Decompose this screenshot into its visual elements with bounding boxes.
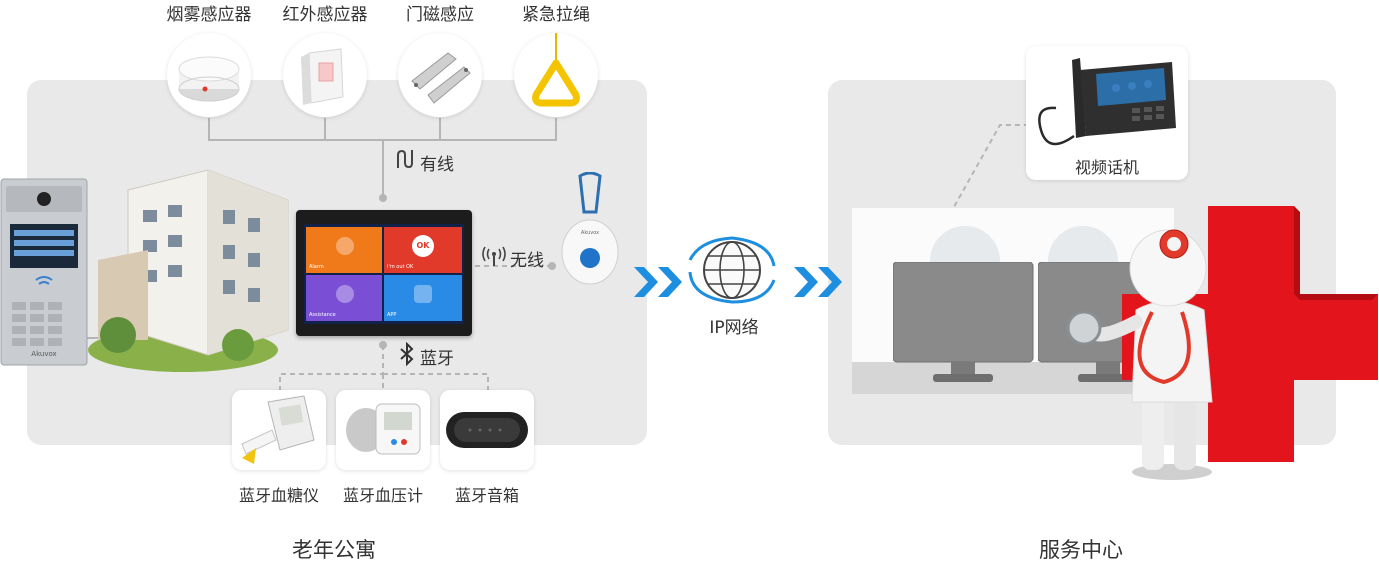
apartment-building-icon	[88, 150, 298, 380]
globe-network-icon	[686, 232, 778, 308]
pendant-brand: Akuvox	[580, 230, 600, 236]
video-phone-card: 视频话机	[1026, 46, 1188, 180]
smoke-detector-icon	[167, 33, 251, 117]
sensor-label-infrared: 红外感应器	[282, 5, 368, 25]
section-title-service-center: 服务中心	[1039, 538, 1123, 562]
video-phone-icon	[1038, 58, 1176, 146]
indoor-monitor: Alarm OK I'm out OK Assistance APP	[296, 210, 472, 336]
monitor-tile-assistance: Assistance	[306, 275, 382, 321]
computer-monitor-icon	[893, 262, 1035, 384]
infrared-sensor-icon	[283, 33, 367, 117]
door-magnet-sensor-icon	[398, 33, 482, 117]
blood-pressure-label: 蓝牙血压计	[342, 486, 424, 505]
section-title-apartment: 老年公寓	[292, 538, 376, 562]
doctor-figure-icon	[1062, 222, 1242, 484]
wireless-icon	[481, 246, 507, 268]
wired-icon	[394, 148, 416, 170]
chevron-right-icon	[792, 265, 848, 299]
wireless-label: 无线	[510, 251, 544, 271]
ip-network-label: IP网络	[709, 318, 759, 338]
emergency-pendant-icon: Akuvox	[556, 172, 624, 288]
emergency-pull-cord-icon	[514, 33, 598, 117]
sensor-label-door: 门磁感应	[406, 5, 474, 25]
glucose-meter-label: 蓝牙血糖仪	[238, 486, 320, 505]
bluetooth-icon	[398, 342, 416, 366]
speaker-label: 蓝牙音箱	[454, 486, 520, 505]
chevron-right-icon	[632, 265, 688, 299]
medical-cross-icon	[1118, 204, 1379, 466]
sensor-label-pullcord: 紧急拉绳	[522, 5, 590, 25]
bluetooth-label: 蓝牙	[420, 349, 454, 369]
monitor-tile-out-ok: OK I'm out OK	[384, 227, 462, 273]
ok-badge: OK	[412, 235, 434, 257]
sensor-label-smoke: 烟雾感应器	[166, 5, 252, 25]
monitor-tile-alarm: Alarm	[306, 227, 382, 273]
door-phone-icon: Akuvox	[0, 178, 88, 366]
door-phone-brand: Akuvox	[31, 350, 57, 358]
blood-pressure-monitor-icon	[336, 390, 430, 470]
glucose-meter-icon	[232, 390, 326, 470]
bluetooth-speaker-icon	[440, 390, 534, 470]
wired-label: 有线	[420, 155, 454, 175]
monitor-tile-app: APP	[384, 275, 462, 321]
video-phone-label: 视频话机	[1074, 158, 1139, 177]
